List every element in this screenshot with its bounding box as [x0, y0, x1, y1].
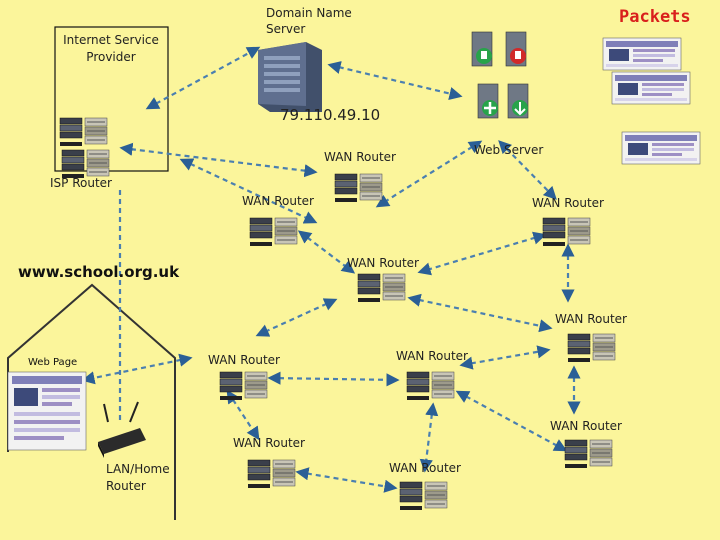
link-isp-dns — [145, 46, 261, 110]
web-page-thumbnail — [7, 371, 87, 451]
link-wan6-wan7 — [267, 371, 400, 387]
wan-router-6-label: WAN Router — [208, 353, 280, 367]
lan-router-label: LAN/Home Router — [106, 462, 170, 493]
wan-router-3-label: WAN Router — [532, 196, 604, 210]
connections — [81, 46, 581, 493]
isp-rack-2 — [61, 149, 110, 179]
web-server-label: Web Server — [474, 143, 544, 157]
link-wan4-wan5 — [407, 293, 553, 333]
isp-router-label: ISP Router — [50, 176, 112, 190]
link-wan7-wan9 — [455, 390, 568, 452]
link-isp-wan2 — [179, 158, 318, 224]
isp-label: Internet Service Provider — [63, 33, 159, 64]
wan-router-1-label: WAN Router — [324, 150, 396, 164]
link-wan8-wan10 — [295, 467, 398, 493]
web-server-icon — [471, 31, 529, 119]
link-dns-webserver — [327, 61, 463, 100]
link-wan7-wan5 — [459, 345, 551, 370]
link-wan6-webpage — [81, 353, 193, 385]
wan-router-7-label: WAN Router — [396, 349, 468, 363]
wan-router-2-label: WAN Router — [242, 194, 314, 208]
packets-title: Packets — [619, 7, 691, 27]
wan-router-5-label: WAN Router — [555, 312, 627, 326]
wan-router-4-icon — [357, 273, 406, 303]
link-wan3-wan4 — [417, 231, 547, 276]
isp-rack-1 — [59, 117, 108, 147]
wan-router-2-icon — [249, 217, 298, 247]
dns-label: Domain Name Server — [266, 6, 352, 36]
wan-router-1-icon — [334, 173, 383, 203]
link-web-wan3 — [498, 140, 557, 200]
link-isp-wan1 — [119, 142, 318, 178]
wan-router-9-label: WAN Router — [233, 436, 305, 450]
link-wan2-wan4 — [297, 230, 356, 274]
dns-server-icon — [258, 42, 322, 112]
website-label: www.school.org.uk — [18, 263, 180, 281]
packet-thumbnail-3 — [621, 131, 701, 165]
wan-router-6-icon — [219, 371, 268, 401]
wan-router-3-icon — [542, 217, 591, 247]
wan-router-5-icon — [567, 333, 616, 363]
ip-address: 79.110.49.10 — [280, 106, 381, 124]
web-page-label: Web Page — [28, 357, 78, 368]
packet-thumbnail-1 — [602, 37, 682, 71]
wan-router-9-icon — [247, 459, 296, 489]
wan-router-10-icon — [399, 481, 448, 511]
wan-router-8-label: WAN Router — [550, 419, 622, 433]
link-wan4-wan6 — [255, 298, 338, 337]
wan-router-4-label: WAN Router — [347, 256, 419, 270]
wan-router-10-label: WAN Router — [389, 461, 461, 475]
link-web-wan1 — [375, 140, 483, 208]
wan-router-7-icon — [406, 371, 455, 401]
lan-router-icon — [98, 401, 146, 458]
wan-router-8-icon — [564, 439, 613, 469]
link-wan7-wan10 — [419, 402, 439, 473]
packet-thumbnail-2 — [611, 71, 691, 105]
